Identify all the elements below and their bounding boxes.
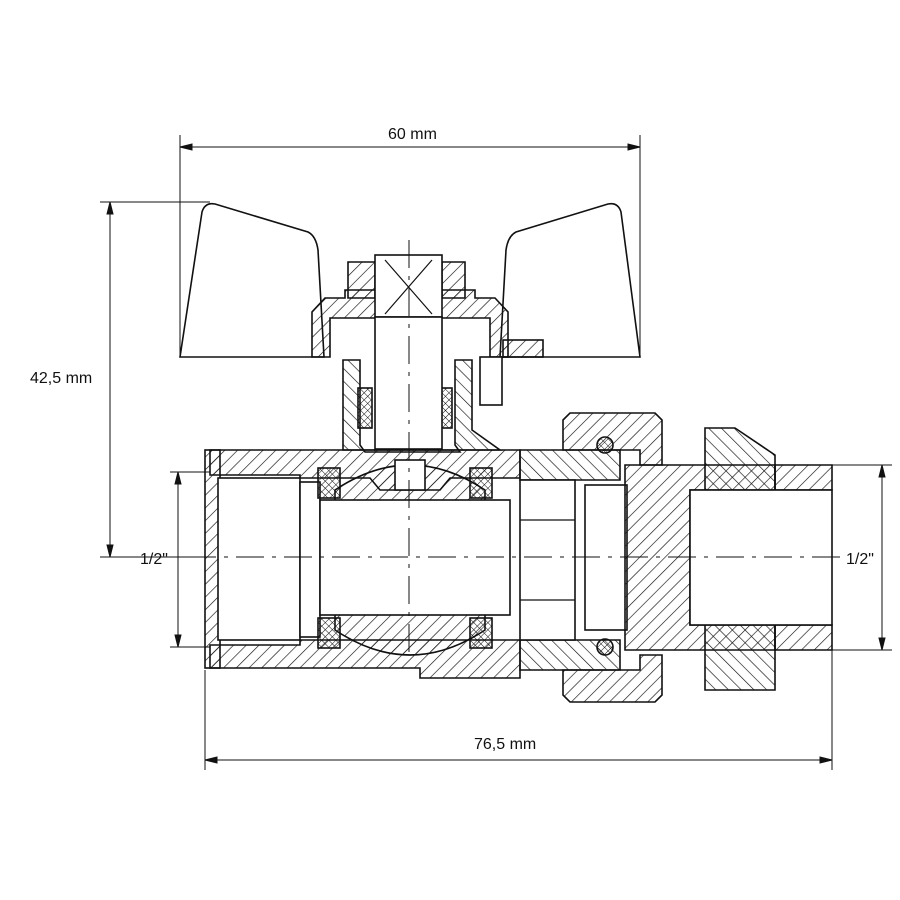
handle-left-wing (179, 202, 325, 358)
dimension-lines (100, 135, 892, 770)
dimension-right-thread: 1/2" (846, 551, 874, 568)
left-port (217, 477, 301, 641)
seat-ring (317, 467, 341, 499)
handle-right-wing (499, 202, 641, 358)
dimension-handle-width: 60 mm (388, 126, 437, 143)
dimension-total-length: 76,5 mm (474, 736, 537, 753)
dimension-height: 42,5 mm (30, 370, 93, 387)
dimension-left-thread: 1/2" (140, 551, 168, 568)
centerlines (188, 240, 840, 655)
